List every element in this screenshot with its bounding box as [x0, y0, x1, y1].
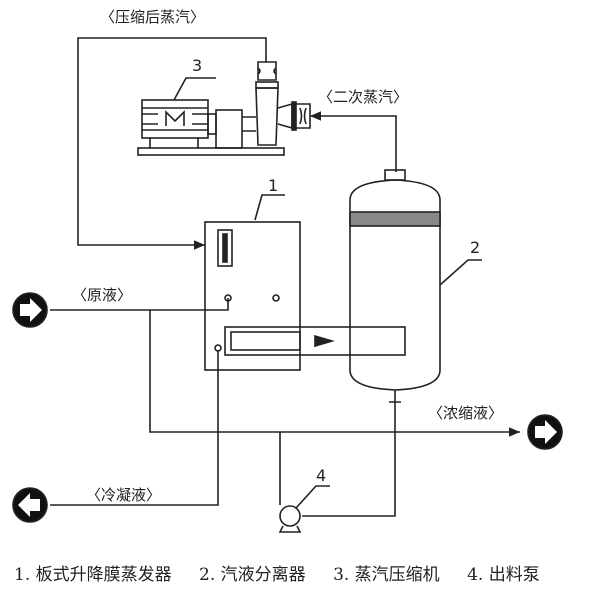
pump — [279, 505, 301, 527]
label-condensate: 〈冷凝液〉 — [86, 486, 162, 504]
number-separator: 2 — [470, 238, 481, 257]
condensate-outlet-icon — [12, 487, 48, 523]
pump-leader — [295, 485, 330, 509]
number-evaporator: 1 — [268, 176, 279, 195]
secondary-steam-line — [310, 111, 397, 172]
motor-letter-M — [165, 110, 185, 126]
evaporator-leader — [254, 194, 285, 221]
evaporator — [204, 221, 406, 371]
concentrate-outlet-icon — [527, 414, 563, 450]
number-pump: 4 — [316, 466, 327, 485]
legend-item: 1. 板式升降膜蒸发器 — [14, 565, 172, 585]
legend-item: 3. 蒸汽压缩机 — [333, 565, 440, 585]
raw-branch — [149, 310, 520, 437]
raw-liquid-line — [50, 298, 229, 311]
compressor-leader — [173, 77, 216, 101]
condensate-line — [50, 350, 219, 506]
legend-item: 4. 出料泵 — [467, 565, 540, 585]
compressor — [137, 61, 311, 156]
separator — [349, 169, 441, 420]
number-compressor: 3 — [192, 56, 203, 75]
separator-leader — [439, 259, 482, 286]
legend-item: 2. 汽液分离器 — [199, 565, 306, 585]
label-secondary-steam: 〈二次蒸汽〉 — [318, 88, 409, 106]
compressed-steam-line — [77, 37, 267, 250]
pump-suction — [302, 420, 396, 517]
label-compressed-steam: 〈压缩后蒸汽〉 — [100, 8, 206, 26]
legend: 1. 板式升降膜蒸发器 2. 汽液分离器 3. 蒸汽压缩机 4. 出料泵 — [14, 560, 562, 585]
label-concentrate: 〈浓缩液〉 — [428, 404, 504, 422]
label-raw-liquid: 〈原液〉 — [72, 286, 133, 304]
raw-liquid-inlet-icon — [12, 292, 48, 328]
